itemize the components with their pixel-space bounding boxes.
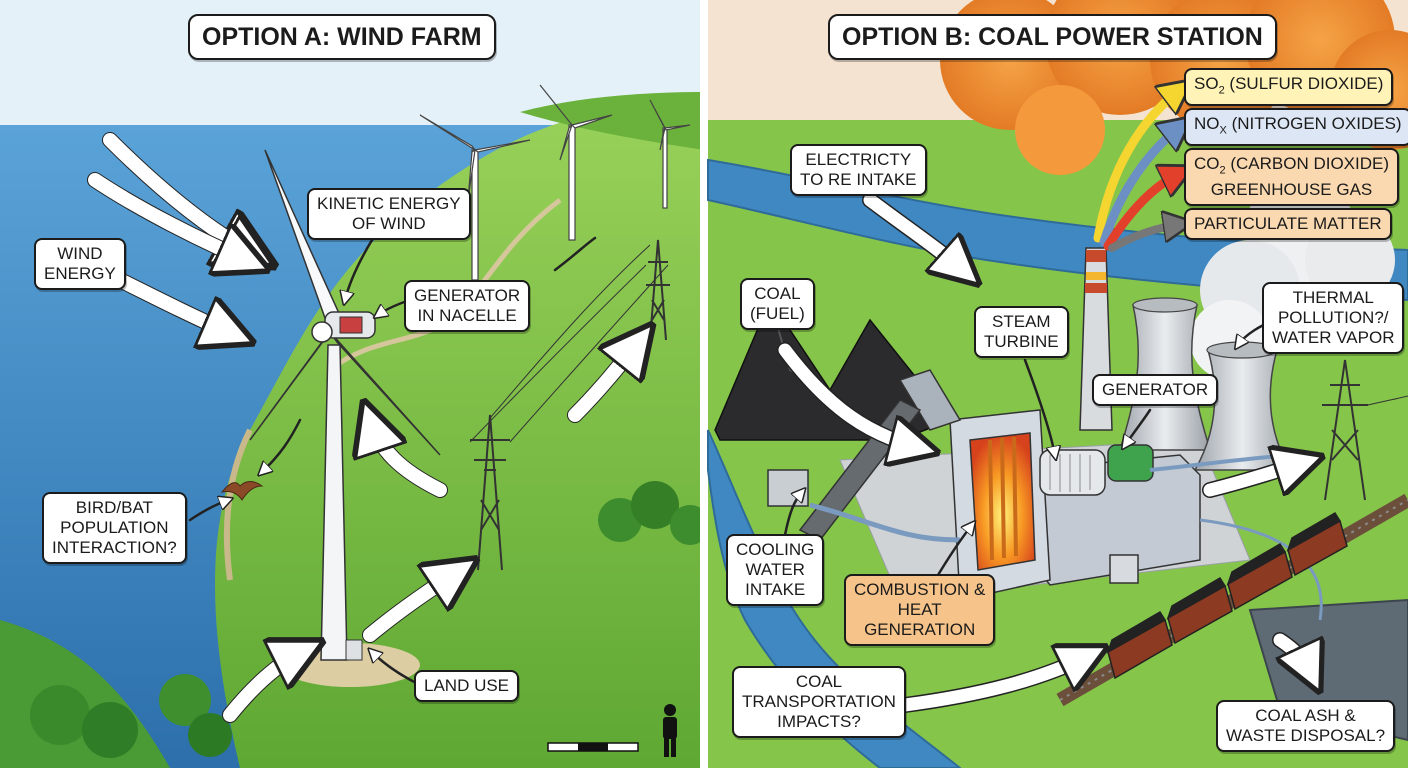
thermal-pollution-label-line-1: THERMAL: [1292, 288, 1374, 307]
coal-ash-label-line-1: COAL ASH &: [1255, 706, 1356, 725]
nox-name: (NITROGEN OXIDES): [1226, 114, 1402, 133]
wind-energy-label-line-2: ENERGY: [44, 264, 116, 283]
generator-label-line: GENERATOR: [1102, 380, 1209, 399]
thermal-pollution-label-line-2: POLLUTION?/: [1277, 308, 1389, 327]
combustion-label: COMBUSTION & HEAT GENERATION: [844, 574, 996, 646]
co2-label-line-2: GREENHOUSE GAS: [1210, 180, 1373, 200]
coal-station-title: OPTION B: COAL POWER STATION: [828, 14, 1277, 60]
kinetic-energy-label-line-1: KINETIC ENERGY: [317, 194, 461, 213]
so2-subscript: 2: [1218, 84, 1225, 97]
land-use-label: LAND USE: [414, 670, 520, 702]
electricity-label-line-1: ELECTRICTY: [805, 150, 912, 169]
cooling-water-label-line-2: WATER: [745, 560, 805, 579]
so2-label-line: SO2 (SULFUR DIOXIDE): [1194, 74, 1383, 100]
wind-farm-title: OPTION A: WIND FARM: [188, 14, 496, 60]
so2-formula: SO: [1194, 74, 1219, 93]
pylon-right: [1322, 359, 1408, 501]
bird-bat-label-line-2: POPULATION: [60, 518, 169, 537]
particulate-matter-label: PARTICULATE MATTER: [1184, 208, 1392, 240]
nox-subscript: x: [1219, 124, 1227, 137]
kinetic-energy-label-line-2: OF WIND: [351, 214, 426, 233]
person-icon: [663, 704, 677, 757]
coal-fuel-label: COAL (FUEL): [740, 278, 815, 330]
kinetic-energy-label: KINETIC ENERGY OF WIND: [307, 188, 471, 240]
cooling-water-label-line-3: INTAKE: [745, 580, 806, 599]
wind-energy-label-line-1: WIND: [57, 244, 103, 263]
nox-label: NOx (NITROGEN OXIDES): [1184, 108, 1408, 147]
cooling-water-label: COOLING WATER INTAKE: [726, 534, 825, 606]
co2-formula: CO: [1194, 154, 1220, 173]
panel-divider: [700, 0, 708, 768]
combustion-label-line-1: COMBUSTION &: [854, 580, 986, 599]
generator-label: GENERATOR: [1092, 374, 1219, 406]
electricity-label: ELECTRICTY TO RE INTAKE: [790, 144, 927, 196]
nox-label-line: NOx (NITROGEN OXIDES): [1194, 114, 1402, 140]
cooling-water-label-line-1: COOLING: [736, 540, 815, 559]
land-use-label-line-1: LAND USE: [424, 676, 510, 695]
coal-transport-label-line-2: TRANSPORTATION: [742, 692, 896, 711]
generator-nacelle-label: GENERATOR IN NACELLE: [404, 280, 531, 332]
thermal-pollution-label-line-3: WATER VAPOR: [1272, 328, 1395, 347]
coal-arrows: [777, 88, 1312, 713]
so2-name: (SULFUR DIOXIDE): [1224, 74, 1384, 93]
co2-label: CO2 (CARBON DIOXIDE) GREENHOUSE GAS: [1184, 148, 1400, 207]
coal-fuel-label-line-2: (FUEL): [750, 304, 805, 323]
bird-bat-label: BIRD/BAT POPULATION INTERACTION?: [42, 492, 187, 564]
steam-turbine-label-line-2: TURBINE: [984, 332, 1059, 351]
distant-turbines: [419, 84, 691, 281]
combustion-label-line-2: HEAT: [897, 600, 942, 619]
co2-subscript: 2: [1219, 164, 1226, 177]
coal-ash-label: COAL ASH & WASTE DISPOSAL?: [1216, 700, 1396, 752]
steam-turbine-label: STEAM TURBINE: [974, 306, 1069, 358]
coal-transport-label-line-1: COAL: [795, 672, 843, 691]
bird-bat-label-line-3: INTERACTION?: [52, 538, 177, 557]
bird-bat-label-line-1: BIRD/BAT: [75, 498, 153, 517]
bird-icon: [220, 481, 264, 501]
coal-transport-label: COAL TRANSPORTATION IMPACTS?: [732, 666, 906, 738]
electricity-label-line-2: TO RE INTAKE: [800, 170, 917, 189]
generator-nacelle-label-line-1: GENERATOR: [414, 286, 521, 305]
combustion-label-line-3: GENERATION: [864, 620, 976, 639]
particulate-matter-label-line: PARTICULATE MATTER: [1194, 214, 1382, 233]
coal-fuel-label-line-1: COAL: [754, 284, 801, 303]
wind-energy-label: WIND ENERGY: [34, 238, 126, 290]
co2-label-line-1: CO2 (CARBON DIOXIDE): [1194, 154, 1389, 180]
generator-nacelle-label-line-2: IN NACELLE: [417, 306, 517, 325]
coal-transport-label-line-3: IMPACTS?: [777, 712, 861, 731]
coal-ash-label-line-2: WASTE DISPOSAL?: [1226, 726, 1386, 745]
pylons-left: [469, 239, 670, 571]
steam-turbine-label-line-1: STEAM: [992, 312, 1051, 331]
nox-formula: NO: [1194, 114, 1220, 133]
wind-arrows: [87, 132, 640, 723]
co2-name: (CARBON DIOXIDE): [1225, 154, 1390, 173]
scale-bar: [547, 742, 639, 752]
so2-label: SO2 (SULFUR DIOXIDE): [1184, 68, 1394, 107]
thermal-pollution-label: THERMAL POLLUTION?/ WATER VAPOR: [1262, 282, 1405, 354]
